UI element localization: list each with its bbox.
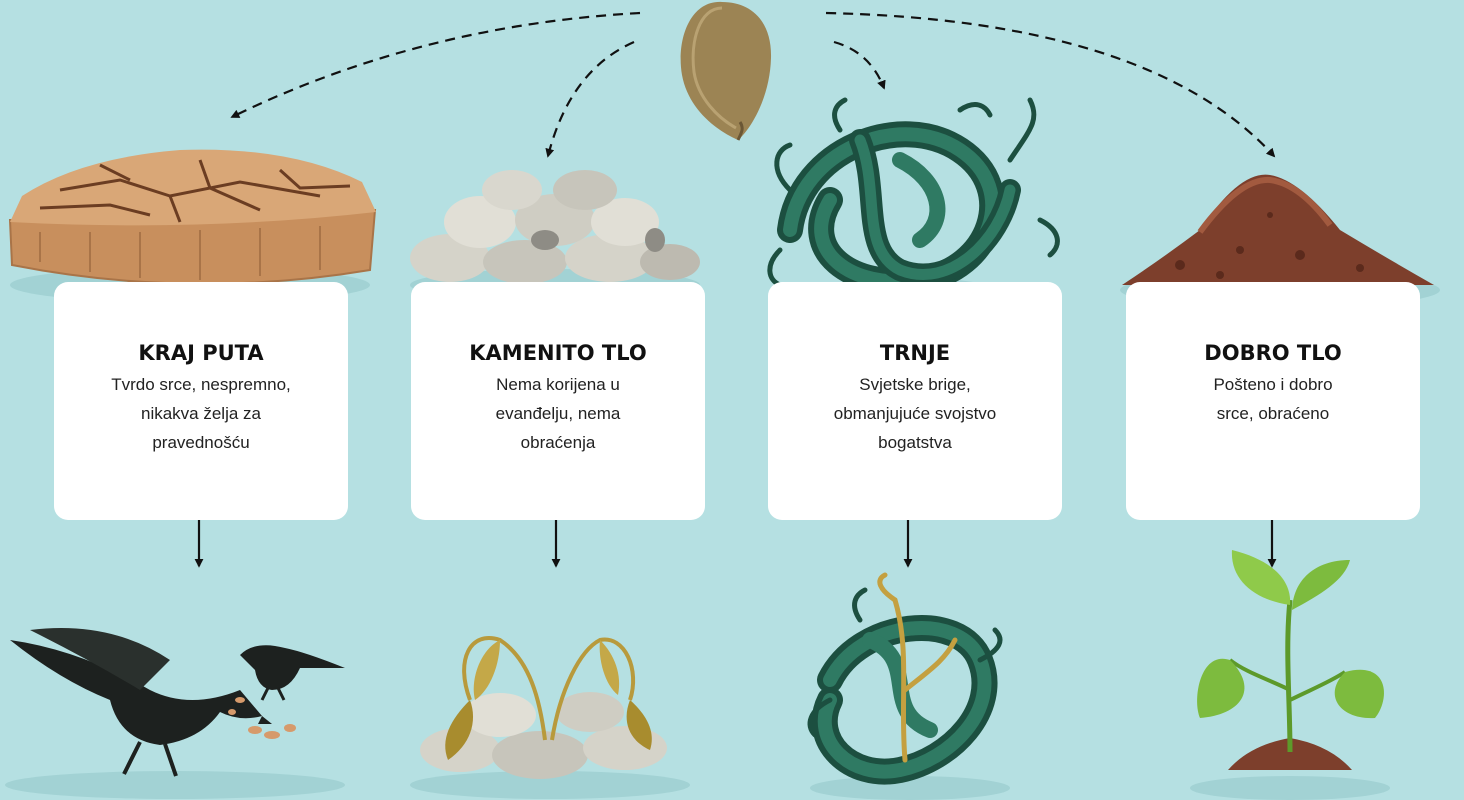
arrow-to-wayside: [232, 13, 640, 117]
choked-plant-icon: [810, 575, 1010, 800]
card-thorns: TRNJE Svjetske brige, obmanjujuće svojst…: [768, 282, 1062, 520]
card-description: Tvrdo srce, nespremno, nikakva želja za …: [101, 370, 301, 457]
card-title: DOBRO TLO: [1126, 340, 1420, 366]
card-description: Svjetske brige, obmanjujuće svojstvo bog…: [810, 370, 1020, 457]
cracked-path-icon: [10, 150, 376, 303]
card-good-soil: DOBRO TLO Pošteno i dobro srce, obraćeno: [1126, 282, 1420, 520]
card-title: KAMENITO TLO: [411, 340, 705, 366]
arrow-to-stony: [548, 42, 634, 156]
crows-icon: [5, 628, 345, 799]
card-wayside: KRAJ PUTA Tvrdo srce, nespremno, nikakva…: [54, 282, 348, 520]
card-description: Pošteno i dobro srce, obraćeno: [1208, 370, 1338, 428]
withered-plant-icon: [410, 638, 690, 799]
card-stony-ground: KAMENITO TLO Nema korijena u evanđelju, …: [411, 282, 705, 520]
sprout-icon: [1190, 550, 1390, 800]
card-description: Nema korijena u evanđelju, nema obraćenj…: [478, 370, 638, 457]
seed-icon: [681, 2, 771, 140]
card-title: TRNJE: [768, 340, 1062, 366]
result-arrows: [199, 520, 1272, 566]
arrow-to-thorns: [834, 42, 884, 88]
card-title: KRAJ PUTA: [54, 340, 348, 366]
